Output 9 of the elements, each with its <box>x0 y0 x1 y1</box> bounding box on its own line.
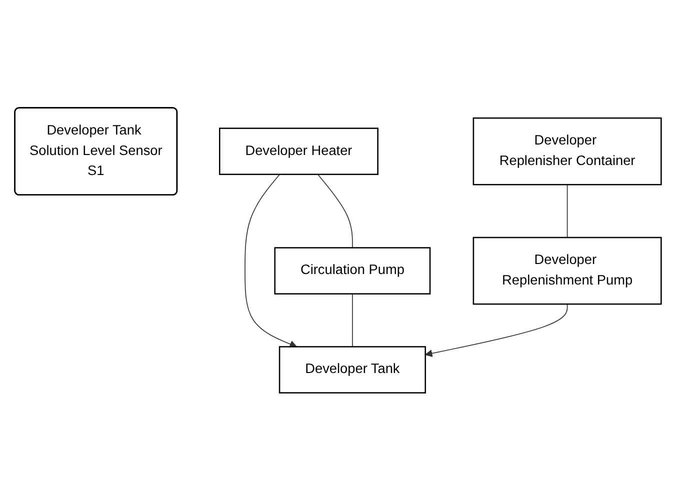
arrow <box>244 174 296 348</box>
connector <box>316 174 352 248</box>
node-box: Developer Heater <box>218 128 378 176</box>
node-box: Developer Tank <box>278 346 426 394</box>
node-box: Developer Replenishment Pump <box>472 237 662 305</box>
node-box: Circulation Pump <box>274 247 430 295</box>
connector <box>566 184 568 238</box>
node-box: Developer Replenisher Container <box>472 118 662 186</box>
arrow <box>424 304 568 358</box>
